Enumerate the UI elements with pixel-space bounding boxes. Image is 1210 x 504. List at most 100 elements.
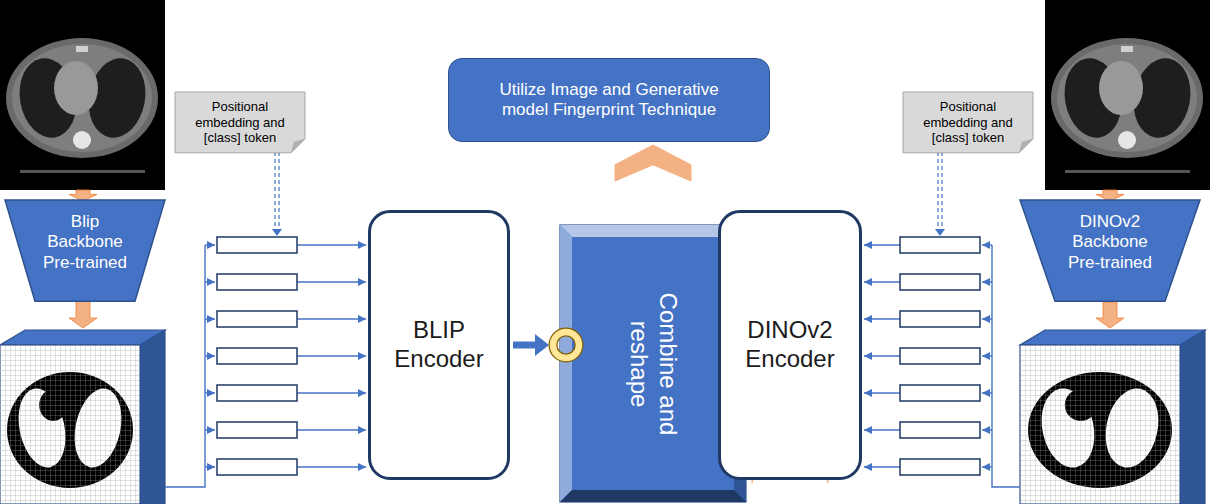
mask-grid <box>1020 345 1180 504</box>
token-slot <box>900 348 980 364</box>
encoder-box: DINOv2 Encoder <box>718 210 862 480</box>
token-slot <box>217 348 297 364</box>
ct-body <box>1051 38 1203 158</box>
node-label: DINOv2 Encoder <box>730 316 850 374</box>
callout-note: Positional embedding and [class] token <box>903 92 1033 153</box>
cube-top <box>0 330 165 345</box>
token-arrow <box>205 281 215 282</box>
ct-heart <box>1099 61 1143 115</box>
token-column <box>165 237 366 487</box>
token-slot <box>900 459 980 475</box>
token-arrow <box>205 392 215 393</box>
dashed-line <box>941 152 942 230</box>
mask-grid <box>0 345 140 504</box>
token-arrow <box>864 392 900 393</box>
flow-arrow <box>69 299 97 328</box>
node-label: Positional embedding and [class] token <box>918 99 1018 146</box>
bus-line <box>165 245 205 487</box>
trapezoid-shape <box>5 200 165 301</box>
callout-shape <box>175 92 305 153</box>
token-arrow <box>864 355 900 356</box>
token-slot <box>217 459 297 475</box>
ct-sternum <box>76 46 88 52</box>
token-slot <box>900 274 980 290</box>
bevel-edge <box>560 225 572 502</box>
ct-scan <box>1045 0 1210 190</box>
token-arrow <box>297 355 366 356</box>
callout-shape <box>903 92 1033 153</box>
token-slot <box>217 422 297 438</box>
cube-side <box>1180 330 1205 504</box>
dashed-line <box>937 152 938 230</box>
token-arrow <box>864 318 900 319</box>
ct-table <box>1065 170 1190 173</box>
token-arrow <box>297 392 366 393</box>
token-arrow <box>982 318 992 319</box>
ct-background <box>0 0 165 190</box>
token-arrow <box>297 244 366 245</box>
chevron-arrow <box>615 145 691 181</box>
ct-body <box>12 44 152 152</box>
trapezoid-shape <box>1020 200 1200 301</box>
node-label: Utilize Image and Generative model Finge… <box>489 80 729 121</box>
ct-sternum <box>1121 46 1133 52</box>
feature-cube <box>1020 330 1205 504</box>
token-arrow <box>205 244 215 245</box>
token-column <box>864 237 1020 487</box>
token-arrow <box>982 466 992 467</box>
token-slot <box>217 274 297 290</box>
token-arrow <box>205 466 215 467</box>
token-arrow <box>982 355 992 356</box>
ct-scan <box>0 0 165 190</box>
cube-front <box>1020 345 1180 504</box>
flow-arrow <box>1096 302 1124 328</box>
token-arrow <box>982 392 992 393</box>
bevel-edge <box>560 490 746 502</box>
encoder-box: BLIP Encoder <box>368 210 510 480</box>
backbone-trapezoid: Blip Backbone Pre-trained <box>5 200 165 301</box>
dashed-pointer <box>272 152 282 236</box>
token-slot <box>900 237 980 253</box>
token-arrow <box>205 429 215 430</box>
callout-fold <box>291 139 305 153</box>
token-slot <box>217 385 297 401</box>
cube-side <box>140 330 165 504</box>
callout-note: Positional embedding and [class] token <box>175 92 305 153</box>
token-arrow <box>864 244 900 245</box>
ring-joint <box>553 332 579 358</box>
rotated-label: Combine and reshape <box>624 279 682 449</box>
bus-line <box>992 245 1020 487</box>
token-arrow <box>982 429 992 430</box>
token-arrow <box>205 355 215 356</box>
token-arrow <box>982 244 992 245</box>
token-arrow <box>864 429 900 430</box>
ct-body <box>6 38 158 158</box>
token-arrow <box>982 281 992 282</box>
ct-heart <box>54 61 98 115</box>
token-arrow <box>297 429 366 430</box>
process-box: Utilize Image and Generative model Finge… <box>448 58 770 142</box>
token-arrow <box>864 466 900 467</box>
token-slot <box>900 385 980 401</box>
token-slot <box>900 311 980 327</box>
bevel-face <box>572 237 734 490</box>
token-arrow <box>297 318 366 319</box>
node-label: Blip Backbone Pre-trained <box>35 212 135 273</box>
token-arrow <box>297 466 366 467</box>
ct-spine <box>73 131 91 149</box>
flow-arrow <box>513 342 535 349</box>
cube-front <box>0 345 140 504</box>
cube-top <box>1020 330 1205 345</box>
dashed-line <box>274 152 275 230</box>
node-label: DINOv2 Backbone Pre-trained <box>1060 212 1160 273</box>
backbone-trapezoid: DINOv2 Backbone Pre-trained <box>1020 200 1200 301</box>
dashed-line <box>278 152 279 230</box>
token-arrow <box>864 281 900 282</box>
token-arrow <box>297 281 366 282</box>
callout-fold <box>1019 139 1033 153</box>
ct-table <box>20 170 145 173</box>
node-label: Positional embedding and [class] token <box>190 99 290 146</box>
ring-joint <box>553 332 579 358</box>
token-arrow <box>205 318 215 319</box>
